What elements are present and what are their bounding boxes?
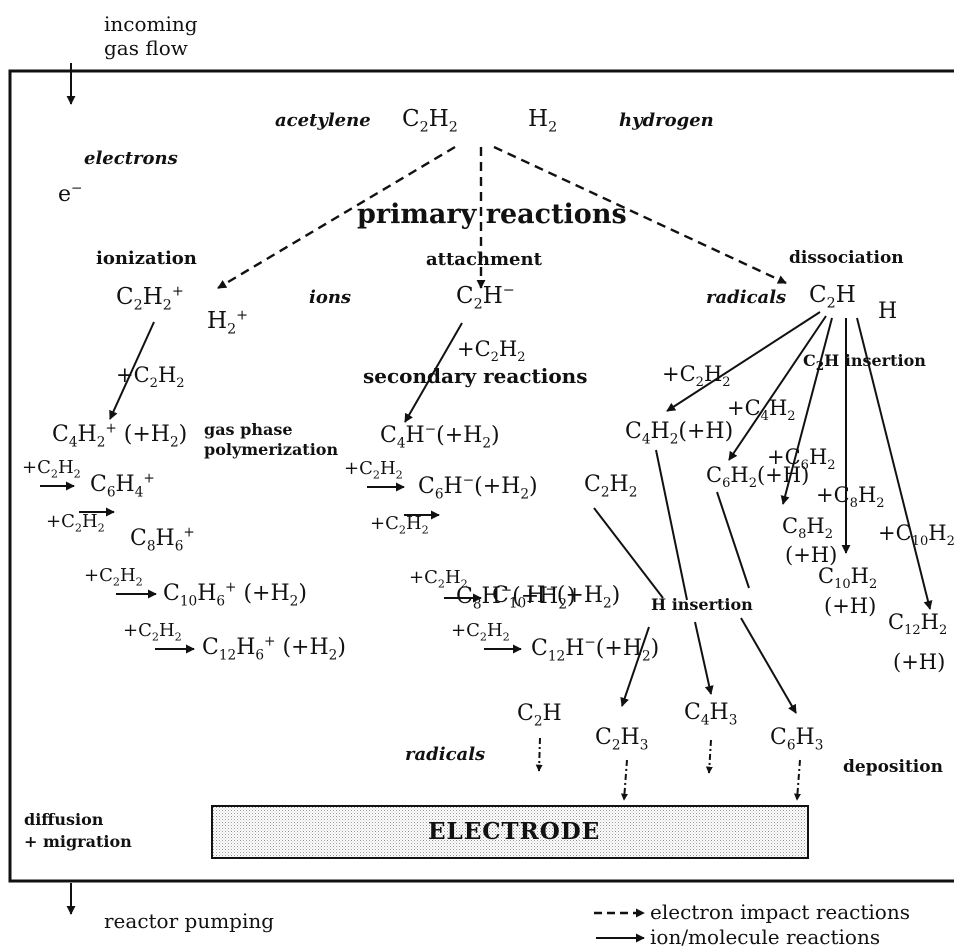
c2h2-cation: C2H2+ [116,283,184,314]
c10h2-plus-h: (+H) [824,594,877,618]
reagent-c2h2-ionization: +C2H2 [116,363,185,392]
c2h3: C2H3 [595,725,649,754]
reagent-c2h2-5: +C2H2 [344,458,403,482]
reagent-c2h2-1: +C2H2 [22,457,81,481]
primary-reactions-label: primary reactions [357,199,627,230]
h-radical: H [878,299,898,324]
attachment-label: attachment [426,249,542,270]
electron-impact-arrows [217,145,787,290]
acetylene-label: acetylene [275,110,371,131]
c8h6-cation: C8H6+ [130,524,195,555]
legend-dashed-label: electron impact reactions [650,900,910,924]
ionization-label: ionization [96,248,197,269]
c2h2-free: C2H2 [584,472,638,501]
reagent-c4h2: +C4H2 [727,396,796,425]
incoming-gas-flow-label: incoming gas flow [104,12,198,60]
c4h3: C4H3 [684,700,738,729]
radicals-top-label: radicals [706,287,787,308]
reagent-c2h2-dissoc: +C2H2 [662,362,731,391]
electron-symbol: e− [58,180,83,207]
reagent-c2h2-7: +C2H2 [409,567,468,591]
reagent-c8h2: +C8H2 [816,483,885,512]
c4h-anion: C4H−(+H2) [380,421,500,452]
hydrogen-label: hydrogen [619,110,714,131]
c8h2-plus-h: (+H) [785,543,838,567]
h-insertion-label: H insertion [651,595,753,614]
electrode-label: ELECTRODE [428,818,601,845]
reagent-c6h2: +C6H2 [767,445,836,474]
ion-molecule-arrows [40,311,933,714]
c4h2-cation: C4H2+ (+H2) [52,420,188,451]
c12h-anion: C12H−(+H2) [531,634,660,665]
c8h-anion: C8H−(+H2) [456,582,576,613]
reagent-c2h2-2: +C2H2 [46,511,105,535]
ions-label: ions [309,287,352,308]
legend-solid-label: ion/molecule reactions [650,925,881,949]
secondary-reactions-label: secondary reactions [363,364,588,388]
reagent-c2h2-secondary: +C2H2 [457,337,526,366]
reagent-c2h2-4: +C2H2 [123,620,182,644]
c2h-anion: C2H− [456,282,515,313]
c6h2-h: C6H2(+H) [706,463,810,492]
c12h2: C12H2 [888,610,948,639]
radical-deposition-arrows [535,737,801,801]
c8h2: C8H2 [782,514,833,543]
c10h6-cation: C10H6+ (+H2) [163,579,307,610]
electrode-plate [211,805,809,859]
reactor-pumping-label: reactor pumping [104,909,275,933]
reagent-c2h2-6: +C2H2 [370,513,429,537]
c12h6-cation: C12H6+ (+H2) [202,633,346,664]
acetylene-formula: C2H2 [402,106,458,136]
c6h-anion: C6H−(+H2) [418,472,538,503]
h2-cation: H2+ [207,307,249,338]
diffusion-migration-label: diffusion + migration [24,810,132,851]
gas-phase-label: gas phase polymerization [204,420,339,459]
c2h-bottom: C2H [517,701,562,730]
dissociation-label: dissociation [789,248,904,268]
deposition-label: deposition [843,757,943,777]
c2h-radical: C2H [809,282,856,312]
c10h2: C10H2 [818,564,878,593]
electrons-label: electrons [84,148,178,169]
reagent-c2h2-8: +C2H2 [451,620,510,644]
c10h-anion: C10H−(+H2) [492,581,621,612]
reactor-boundary [8,69,954,883]
reagent-c2h2-3: +C2H2 [84,565,143,589]
hydrogen-formula: H2 [528,106,558,136]
c2h-insertion-label: C2H insertion [803,351,926,374]
reagent-c10h2: +C10H2 [878,521,954,550]
c6h3: C6H3 [770,725,824,754]
c6h4-cation: C6H4+ [90,470,155,501]
c4h2-h: C4H2(+H) [625,419,734,448]
radicals-bottom-label: radicals [405,744,486,765]
c12h2-plus-h: (+H) [893,650,946,674]
